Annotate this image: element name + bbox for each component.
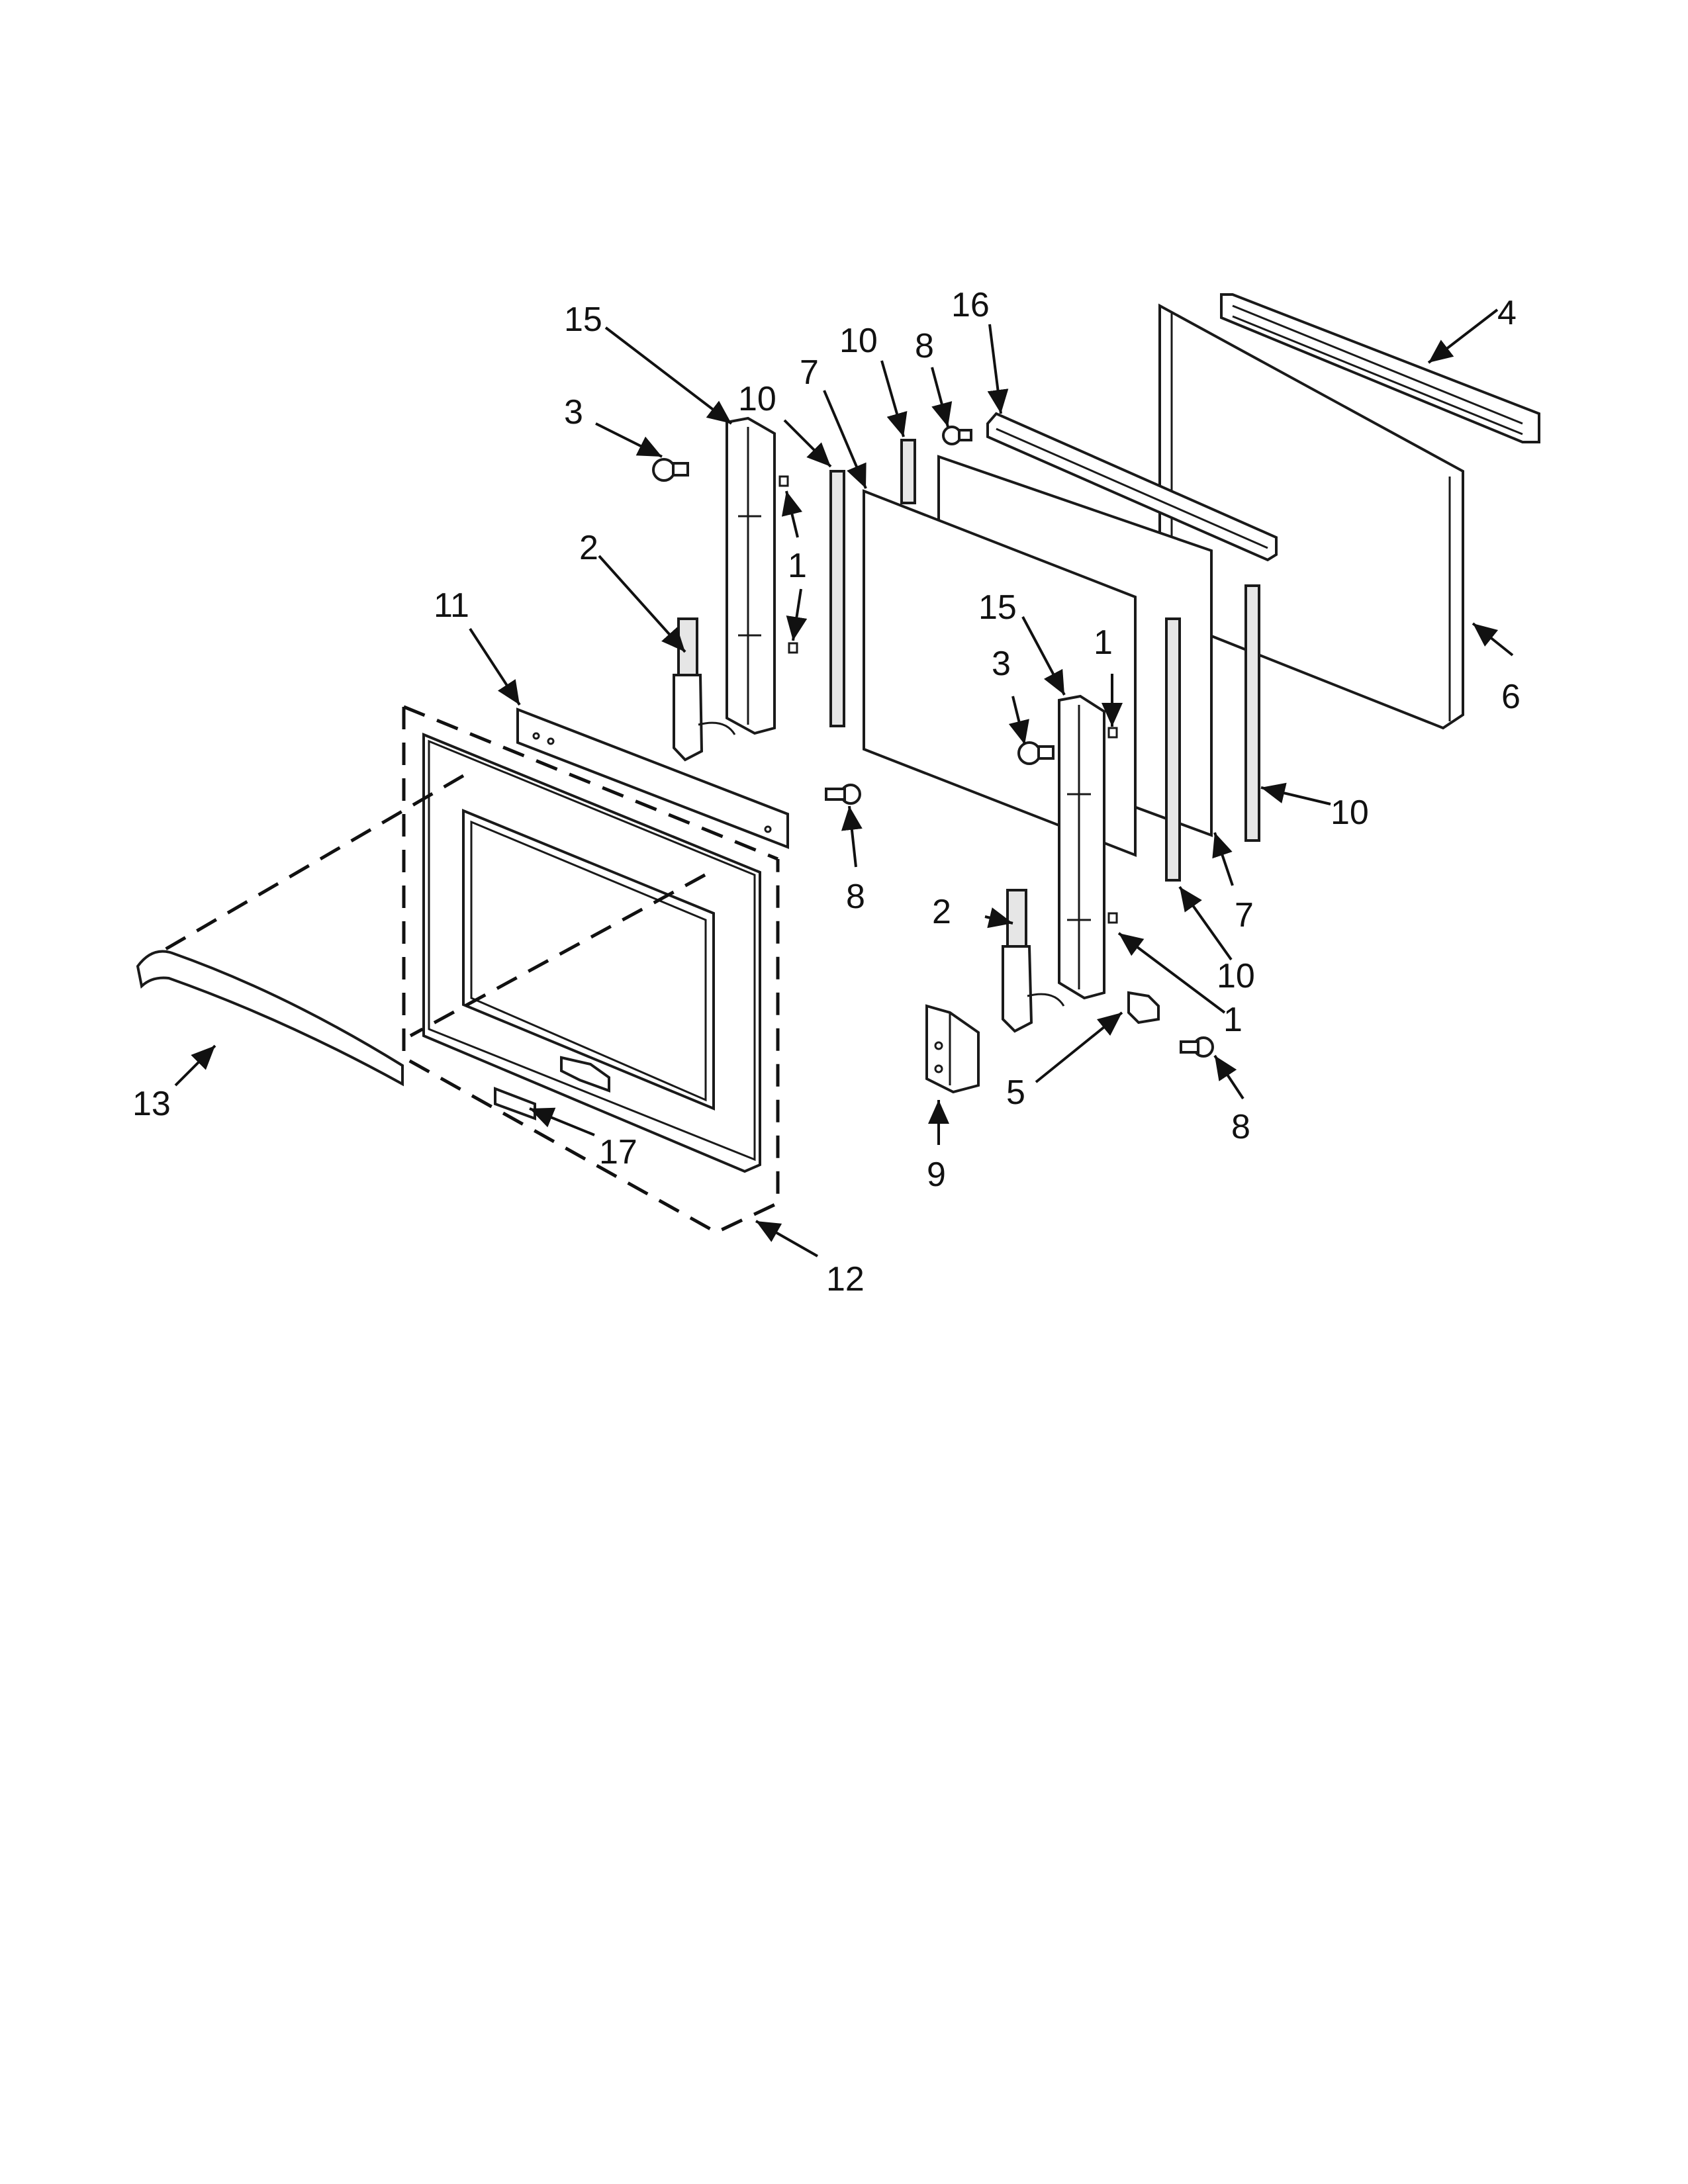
hinge-screw-right: [1017, 741, 1055, 765]
callout-7: 7: [1235, 896, 1254, 934]
screw-mid: [825, 784, 861, 805]
callout-9: 9: [927, 1156, 946, 1194]
outer-door-frame: [422, 733, 761, 1173]
screw-bottom: [1180, 1036, 1214, 1058]
callout-8: 8: [915, 327, 934, 365]
callout-1: 1: [1223, 1001, 1243, 1039]
callout-10: 10: [738, 380, 776, 418]
callout-3: 3: [992, 645, 1011, 683]
callout-2: 2: [579, 529, 598, 567]
callout-2: 2: [932, 893, 951, 931]
callout-5: 5: [1006, 1073, 1025, 1112]
top-vent-trim: [1220, 293, 1540, 443]
door-top-channel: [986, 412, 1278, 562]
callout-1: 1: [1094, 623, 1113, 662]
callout-10: 10: [839, 322, 878, 360]
door-assembly-boundary: [402, 705, 780, 1234]
clip: [1127, 991, 1160, 1024]
callout-7: 7: [800, 353, 819, 392]
callout-3: 3: [564, 393, 583, 432]
callout-10: 10: [1331, 794, 1369, 832]
bracket: [925, 1004, 980, 1094]
hinge-right: [1002, 889, 1065, 1033]
hinge-left: [673, 617, 736, 762]
callout-labels: 15 3 10 7 10 8 16 4 2 1 11 15 1 3 6 10 8…: [132, 286, 1521, 1298]
leader-arrows: [174, 308, 1514, 1257]
callout-13: 13: [132, 1085, 171, 1123]
callout-15: 15: [564, 300, 602, 339]
callout-16: 16: [951, 286, 990, 324]
glass-spacers: [829, 439, 1260, 882]
callout-8: 8: [846, 878, 865, 916]
handle-mount-lines: [158, 774, 706, 1038]
callout-6: 6: [1501, 678, 1521, 716]
hinge-receiver-right: [1058, 694, 1118, 1000]
callout-1: 1: [788, 547, 807, 585]
callout-8: 8: [1231, 1108, 1250, 1146]
callout-12: 12: [826, 1260, 865, 1298]
door-handle: [136, 950, 404, 1087]
callout-4: 4: [1497, 294, 1517, 332]
callout-15: 15: [978, 588, 1017, 627]
screw-top: [942, 426, 972, 445]
callout-11: 11: [434, 586, 469, 625]
door-liner-strip: [516, 707, 789, 849]
callout-10: 10: [1217, 957, 1255, 995]
hinge-screw-left: [652, 458, 689, 482]
callout-17: 17: [599, 1133, 637, 1171]
hinge-receiver-left: [726, 416, 798, 735]
